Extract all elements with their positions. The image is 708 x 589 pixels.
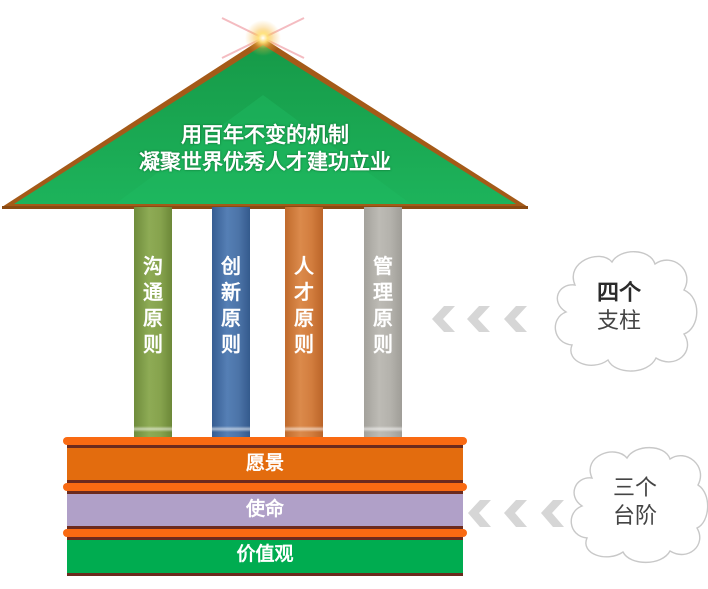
cloud-shape — [570, 446, 708, 563]
pillar-base-ring — [212, 426, 250, 432]
tier-rail-shadow — [67, 445, 463, 448]
roof-title-line1: 用百年不变的机制 — [181, 123, 349, 147]
roof-graphic — [2, 17, 528, 209]
pillar-management: 管 理 原 则 — [364, 207, 402, 437]
pillar-label: 管 理 原 则 — [373, 254, 393, 356]
pillar-base-ring — [364, 426, 402, 432]
tier-bottom-shadow — [67, 526, 463, 529]
tier-vision: 愿景 — [67, 448, 463, 482]
pillar-base-ring — [134, 426, 172, 432]
pillar-label: 人 才 原 则 — [294, 254, 314, 356]
chevron-left-triple-icon — [432, 306, 527, 332]
callout-pillars-line2: 支柱 — [596, 309, 641, 334]
tier-rail — [63, 529, 467, 537]
tier-mission: 使命 — [67, 494, 463, 528]
pillar-communication: 沟 通 原 则 — [134, 207, 172, 437]
callout-pillars: 四个 支柱 — [578, 280, 660, 336]
tier-bottom-shadow — [67, 480, 463, 483]
pillar-label: 沟 通 原 则 — [143, 254, 163, 356]
tier-rail-shadow — [67, 537, 463, 540]
callout-steps: 三个 台阶 — [594, 475, 676, 531]
chevron-left-triple-icon — [468, 500, 564, 527]
roof-title-line2: 凝聚世界优秀人才建功立业 — [139, 150, 391, 174]
sparkle-icon — [221, 17, 305, 59]
callout-steps-line1: 三个 — [612, 476, 657, 501]
tier-bottom-shadow — [67, 573, 463, 576]
tier-values: 价值观 — [67, 540, 463, 575]
pillar-talent: 人 才 原 则 — [285, 207, 323, 437]
tier-rail — [63, 483, 467, 491]
pillar-base-ring — [285, 426, 323, 432]
tier-rail — [63, 437, 467, 445]
cloud-shape — [554, 251, 698, 372]
callout-steps-line2: 台阶 — [612, 504, 657, 529]
tier-rail-shadow — [67, 491, 463, 494]
pillar-label: 创 新 原 则 — [221, 254, 241, 356]
pillar-innovation: 创 新 原 则 — [212, 207, 250, 437]
callout-pillars-line1: 四个 — [596, 281, 641, 306]
